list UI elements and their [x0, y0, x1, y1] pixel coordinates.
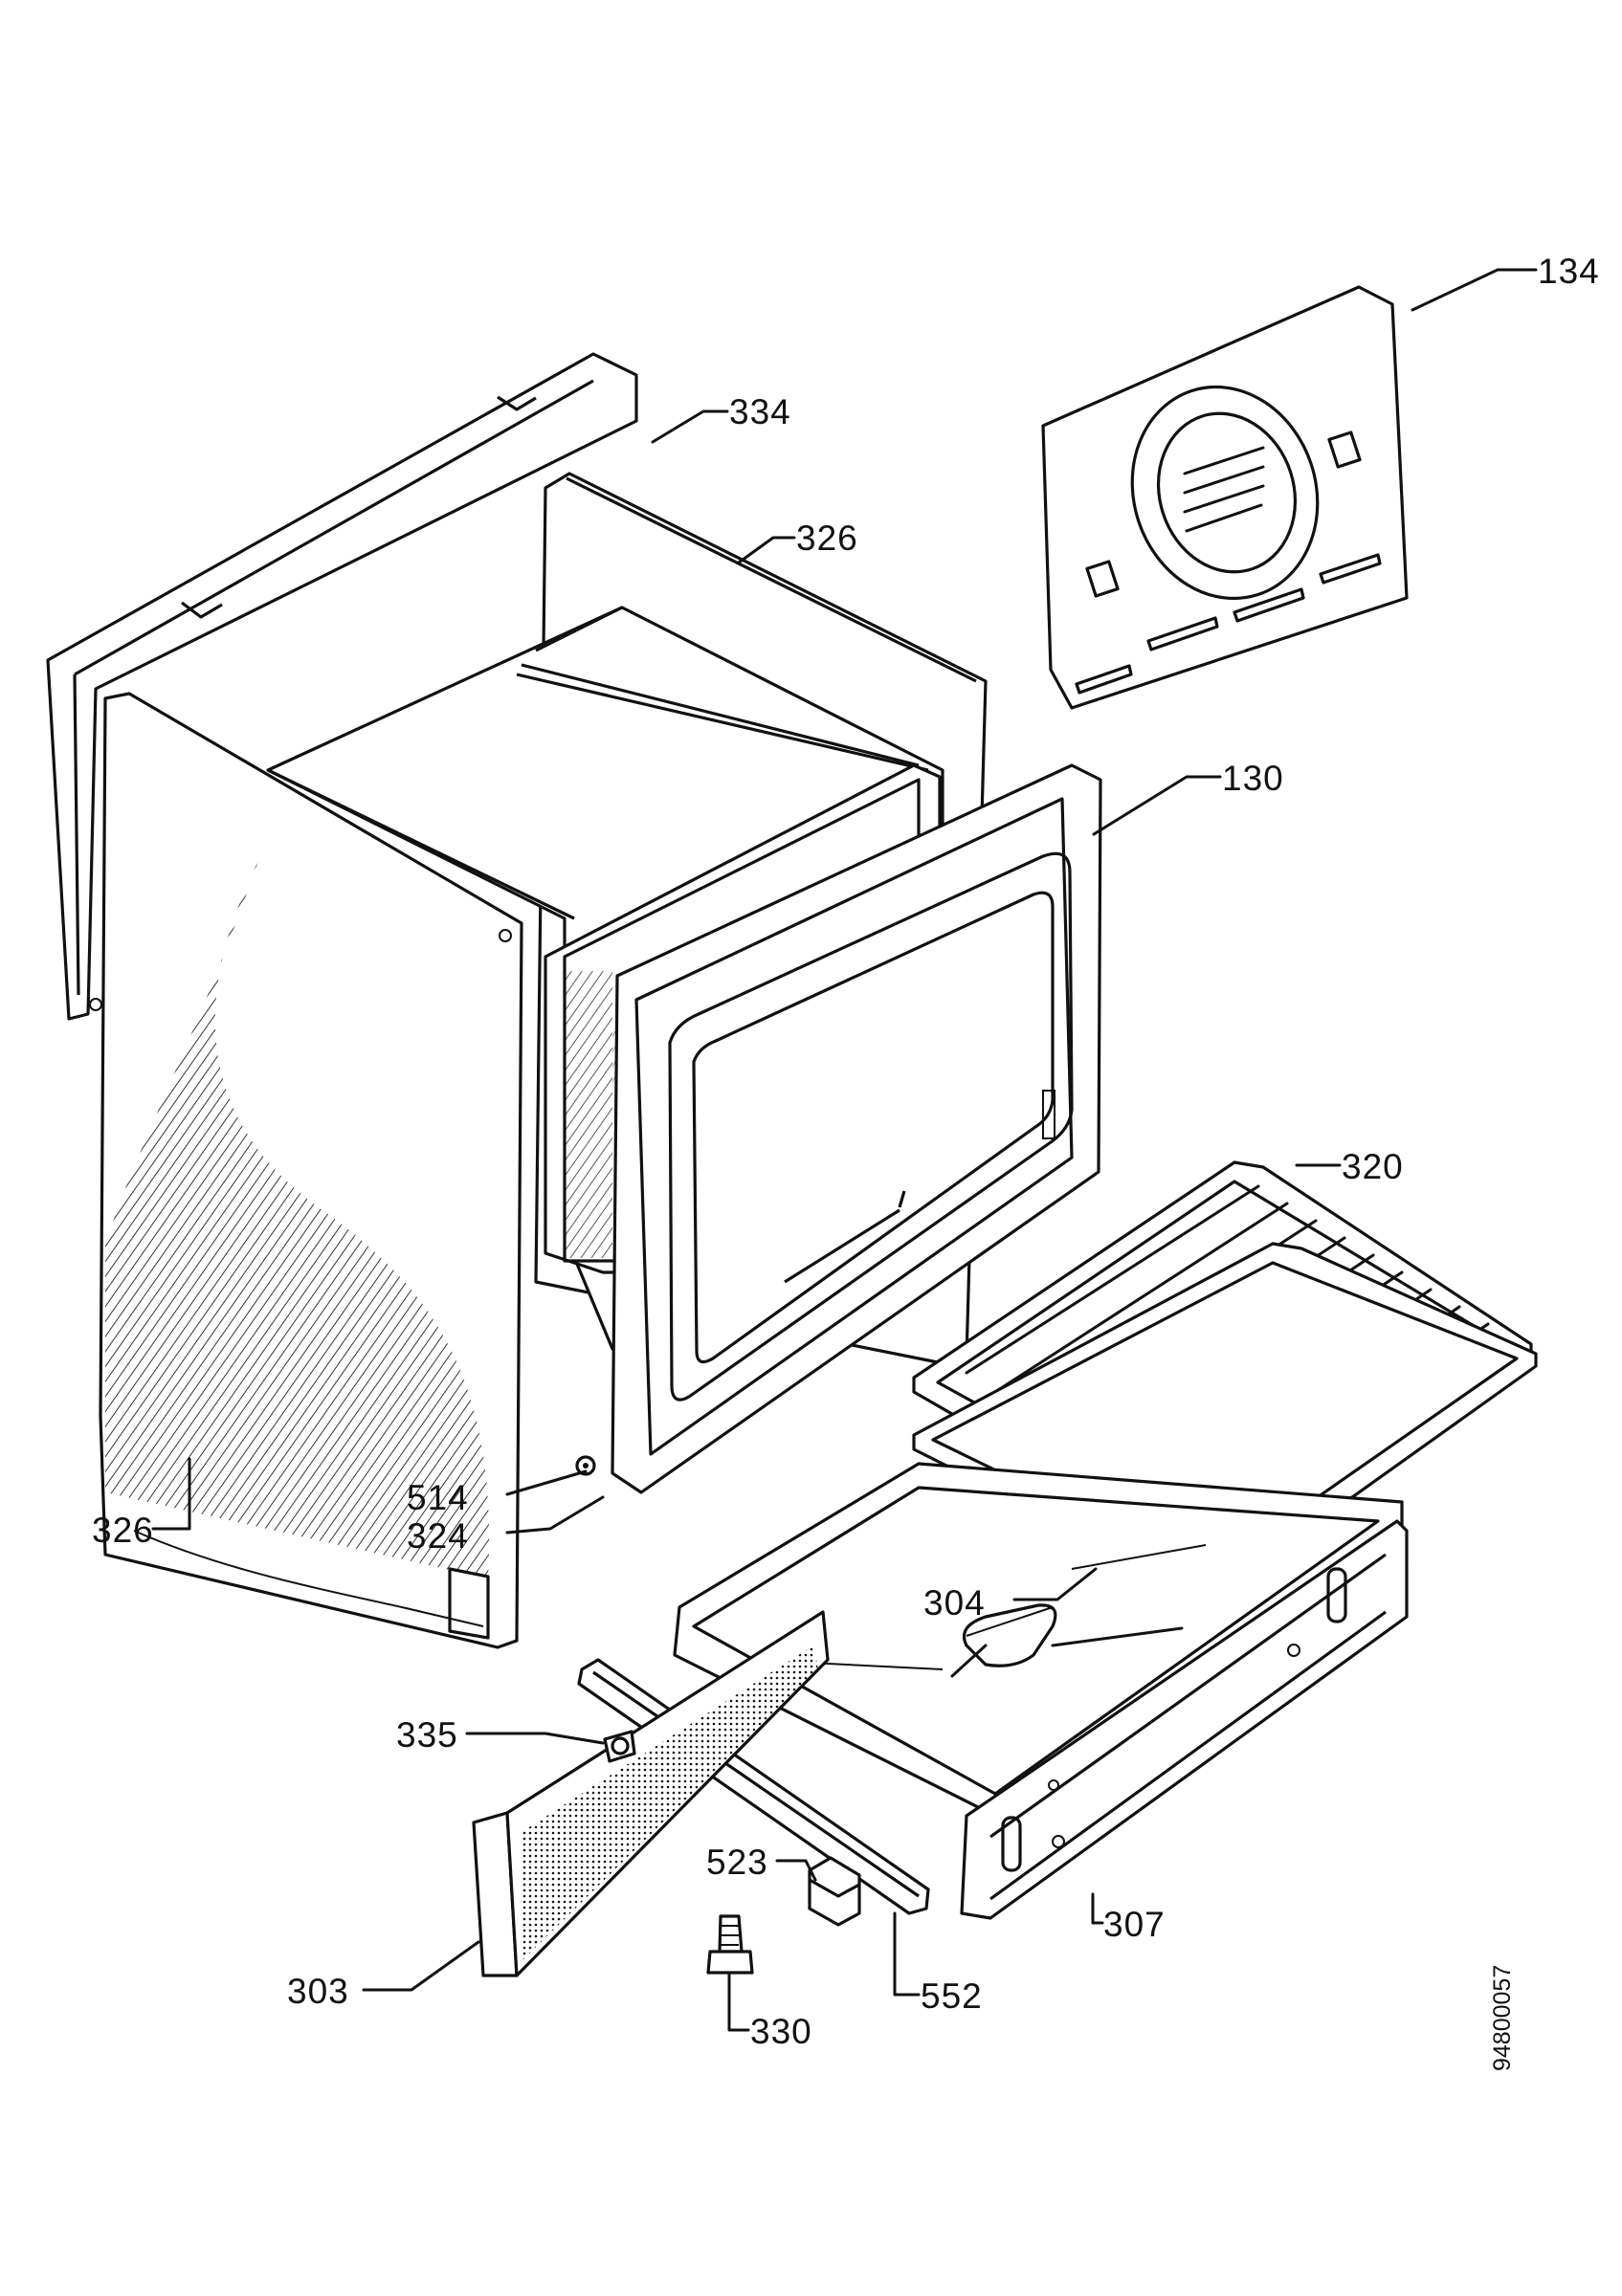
callout-335: 335	[396, 1715, 458, 1755]
plinth-303	[472, 1610, 830, 1977]
callout-324: 324	[407, 1516, 469, 1556]
callout-304: 304	[923, 1583, 986, 1623]
adjustable-foot-330	[706, 1914, 754, 1975]
document-id: 94800057	[1489, 1965, 1516, 2071]
door-seal-frame-130	[611, 763, 1102, 1494]
callout-130: 130	[1222, 759, 1284, 798]
callout-326-left: 326	[92, 1511, 154, 1550]
callout-334: 334	[729, 392, 791, 431]
screw-335	[603, 1730, 636, 1763]
side-panel-326-front	[99, 692, 523, 1649]
leader-lines	[151, 268, 1538, 2032]
callout-514: 514	[407, 1478, 469, 1517]
callout-320: 320	[1342, 1147, 1404, 1186]
callout-326-top: 326	[796, 519, 858, 558]
callout-labels: 134 334 326 130 320 514 324 326 304 335 …	[92, 252, 1600, 2071]
callout-330: 330	[750, 2012, 812, 2051]
callout-307: 307	[1103, 1905, 1166, 1944]
back-panel-134	[1041, 285, 1409, 710]
callout-134: 134	[1538, 252, 1600, 291]
fan-grille-icon	[1183, 446, 1265, 533]
callout-552: 552	[921, 1976, 983, 2016]
screw-514	[575, 1455, 596, 1476]
top-frame-panel-334	[46, 352, 638, 1021]
callout-523: 523	[706, 1843, 768, 1882]
callout-303: 303	[287, 1972, 349, 2011]
drawer-307	[673, 1462, 1409, 1920]
clip-523	[808, 1856, 861, 1927]
